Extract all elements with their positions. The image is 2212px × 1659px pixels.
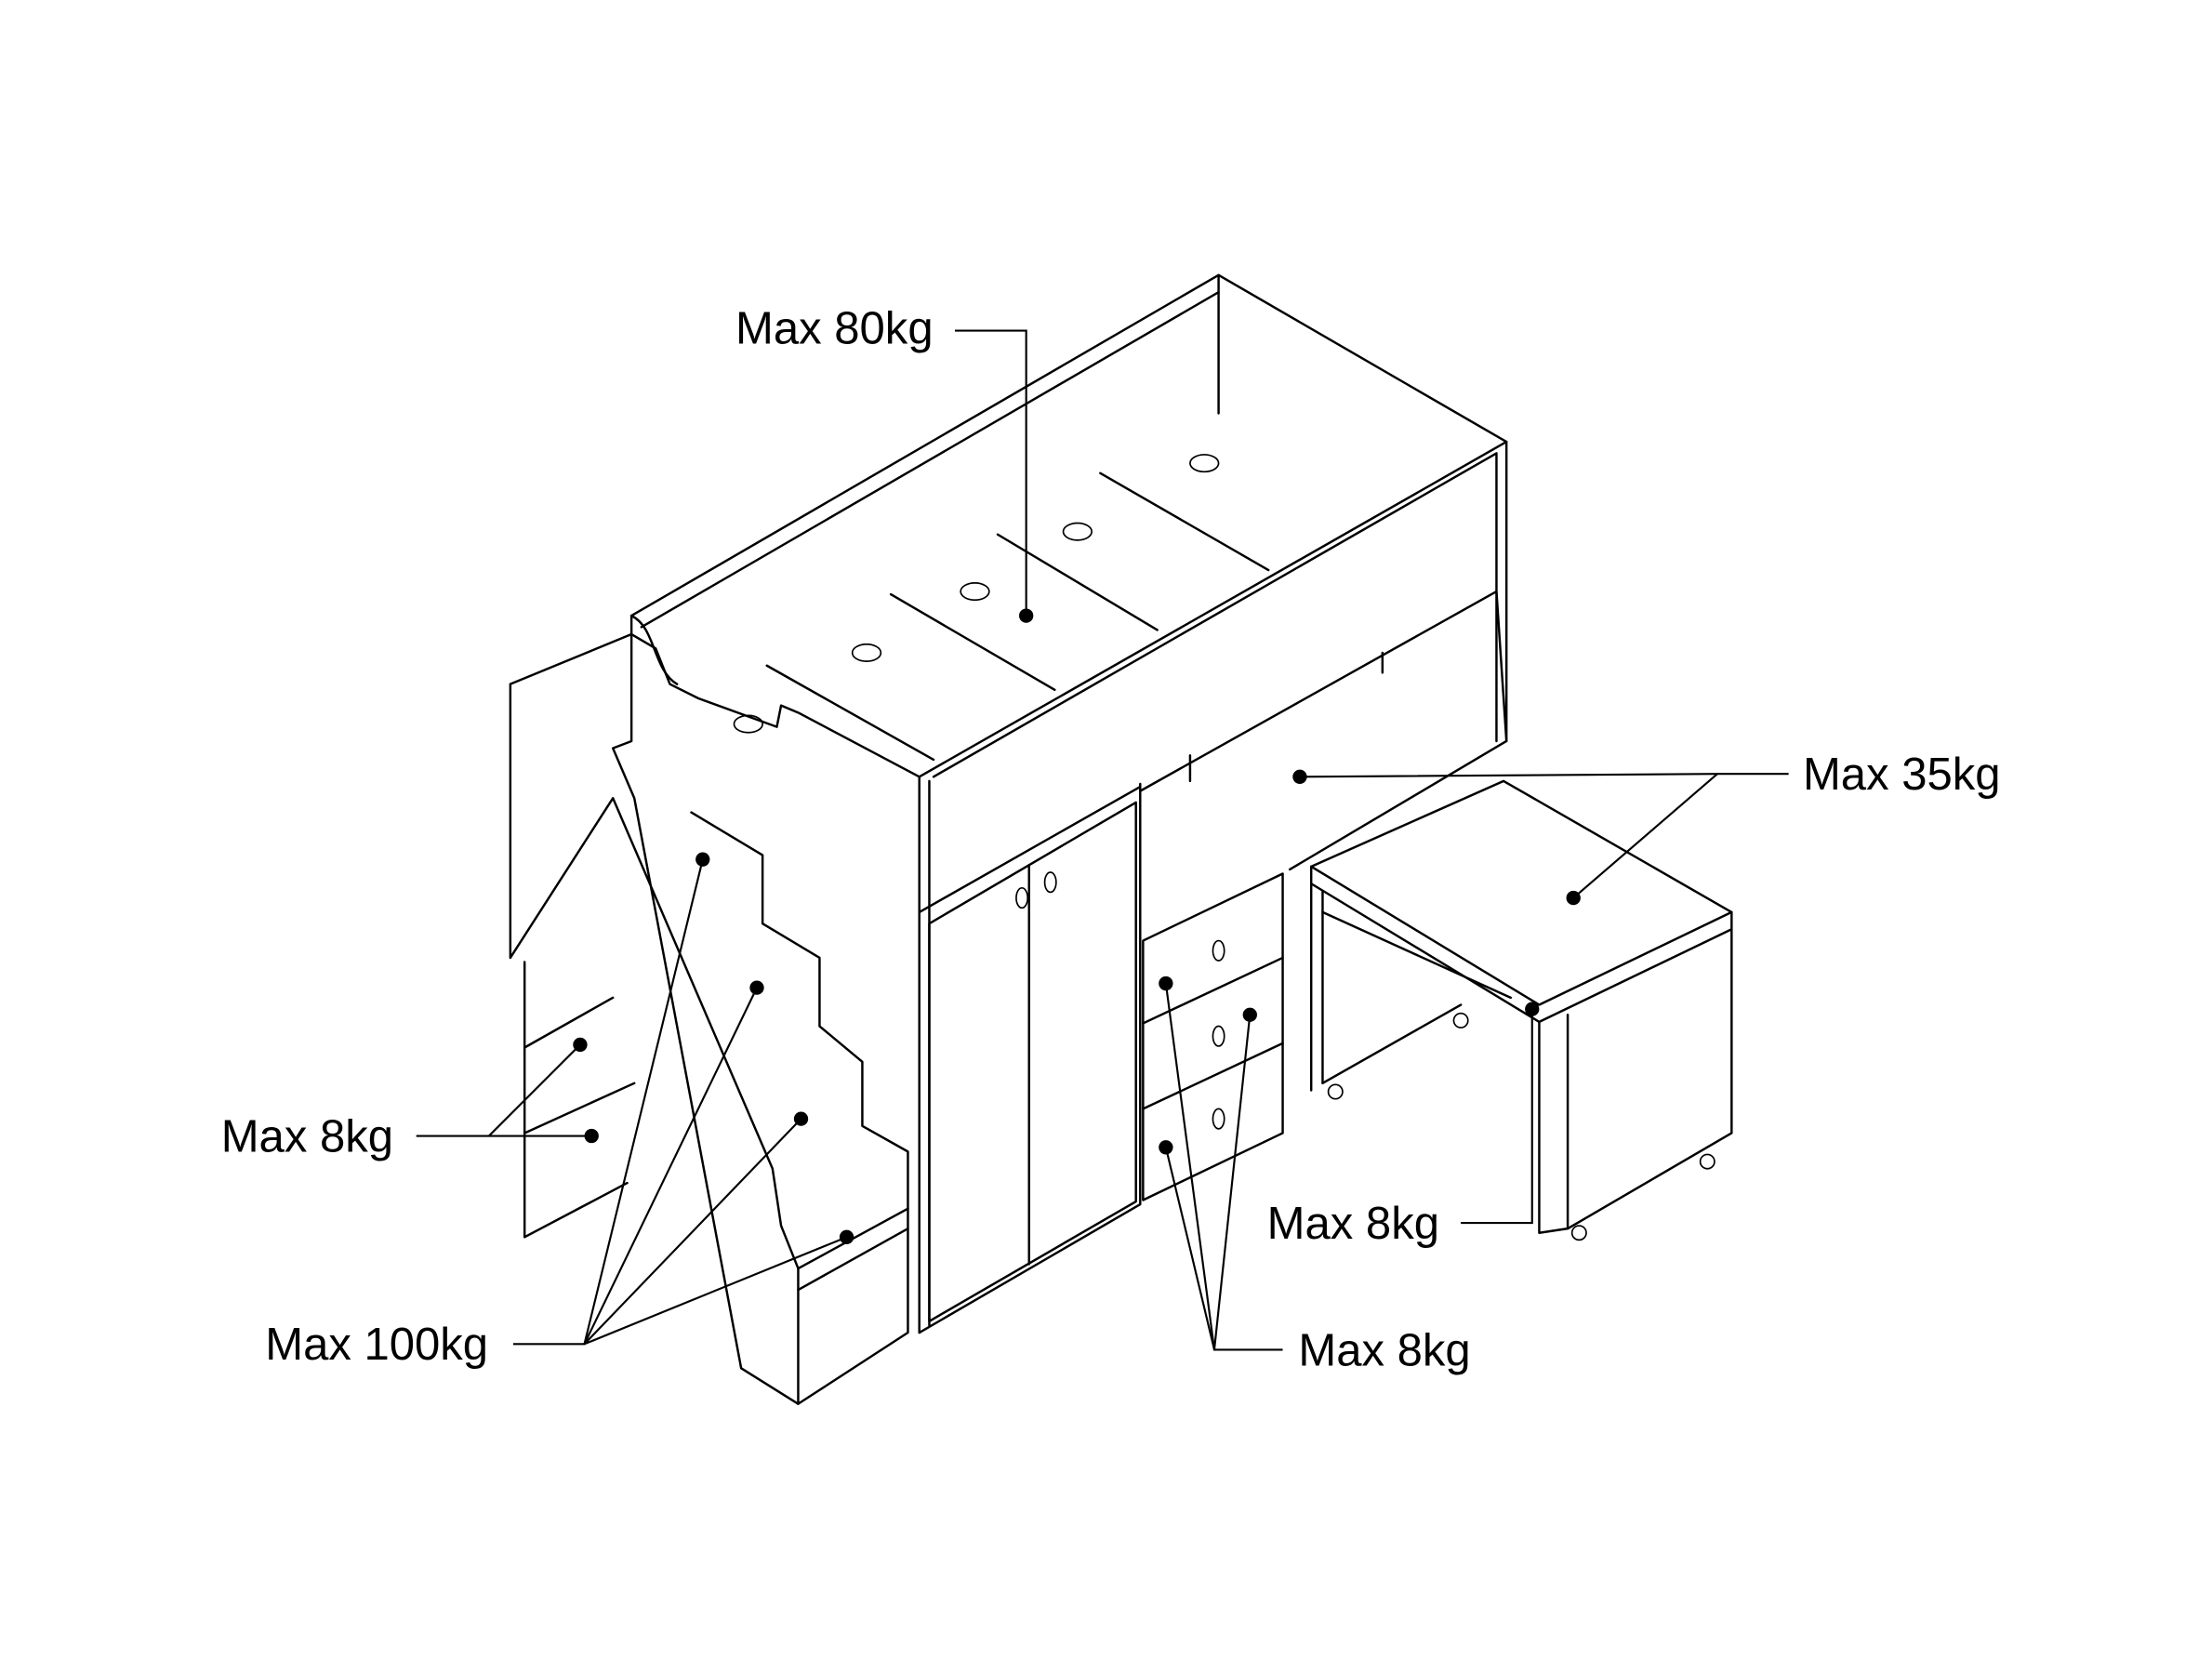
- slats: [733, 454, 1270, 762]
- stair-side-panel: [509, 632, 800, 1405]
- label-max-8kg-drawers: Max 8kg: [1298, 1325, 1470, 1375]
- bed-drawing: [509, 273, 1733, 1405]
- callout-mattress: Max 80kg: [735, 303, 1034, 623]
- load-callouts: Max 80kg Max 35kg Max 8kg Max 100kg Ma: [221, 303, 2001, 1375]
- desk-top: [1309, 779, 1733, 1006]
- callout-desk: Max 35kg: [1292, 750, 2001, 906]
- callout-drawers: Max 8kg: [1159, 975, 1471, 1375]
- drawer-unit: [1142, 872, 1284, 1201]
- callout-shelves: Max 8kg: [221, 1037, 599, 1161]
- label-max-35kg: Max 35kg: [1803, 750, 2001, 800]
- label-max-8kg-shelves: Max 8kg: [221, 1111, 393, 1161]
- left-end-panel: [629, 614, 921, 778]
- wardrobe-doors: [928, 801, 1137, 1322]
- near-rail: [918, 440, 1508, 778]
- label-max-80kg: Max 80kg: [735, 303, 934, 353]
- label-max-100kg: Max 100kg: [265, 1320, 488, 1370]
- callout-stairs: Max 100kg: [265, 852, 854, 1370]
- label-max-8kg-desk-shelf: Max 8kg: [1267, 1199, 1439, 1249]
- stair-steps: [690, 811, 909, 1405]
- callout-desk-shelf: Max 8kg: [1267, 1002, 1540, 1249]
